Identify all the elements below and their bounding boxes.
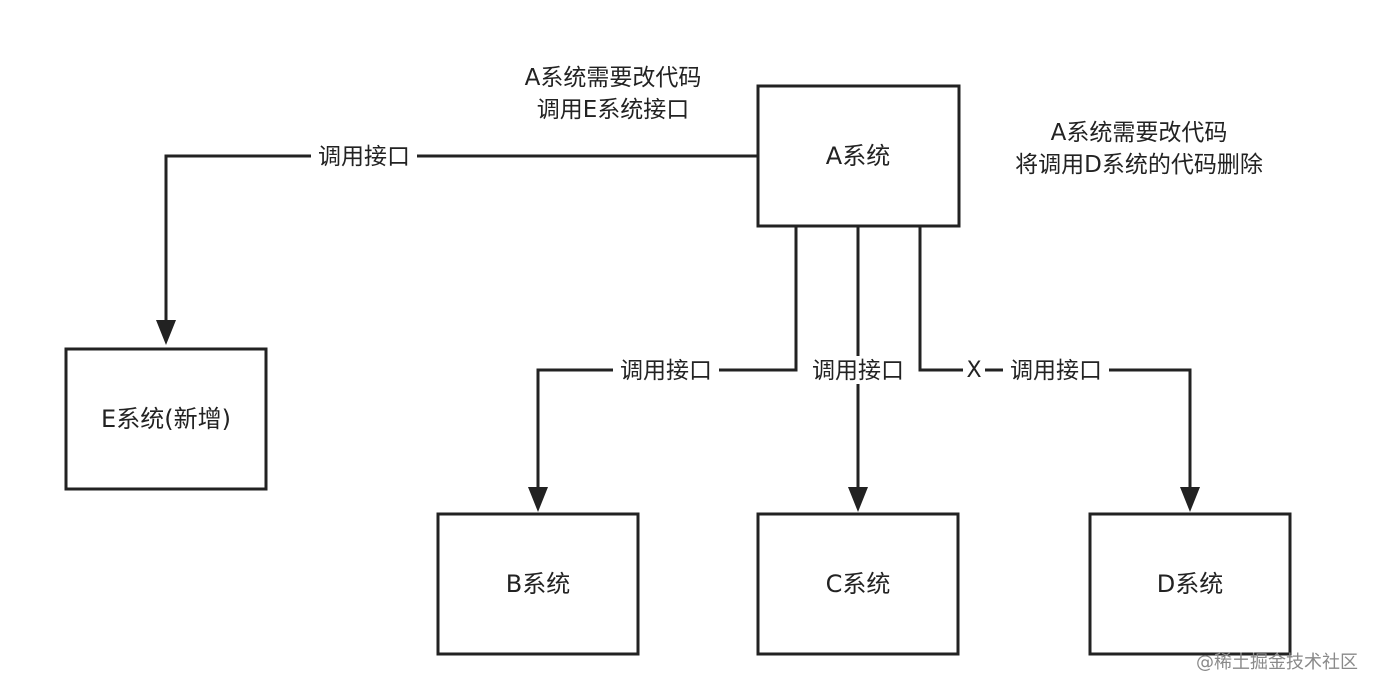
note-add-e-line-1: A系统需要改代码: [525, 65, 702, 91]
node-a-box: [756, 84, 961, 228]
edge-a-to-c: 调用接口: [805, 227, 911, 512]
edge-a-to-c-label-bg: [805, 356, 911, 384]
arrowhead-e: [156, 320, 176, 345]
arrowhead-d: [1180, 487, 1200, 512]
edge-a-to-d-label: 调用接口: [1010, 358, 1102, 384]
note-remove-d-line-1: A系统需要改代码: [1051, 120, 1228, 146]
edge-a-to-e: 调用接口: [156, 142, 758, 345]
edge-a-to-b-label-bg: [613, 356, 719, 384]
edge-a-to-e-label: 调用接口: [318, 144, 410, 170]
node-b-label: B系统: [506, 570, 570, 598]
edge-a-to-d: X 调用接口: [918, 227, 1200, 512]
arrowhead-c: [848, 487, 868, 512]
node-b-system: B系统: [436, 512, 640, 656]
node-a-system: A系统: [756, 84, 961, 228]
node-e-system: E系统(新增): [64, 347, 268, 491]
node-b-box: [436, 512, 640, 656]
node-e-box: [64, 347, 268, 491]
node-d-box: [1088, 512, 1292, 656]
arrowhead-b: [528, 487, 548, 512]
note-add-e: A系统需要改代码 调用E系统接口: [525, 65, 702, 123]
edge-a-to-d-removed-mark: X: [966, 358, 981, 383]
edge-a-to-b-label: 调用接口: [620, 358, 712, 384]
node-c-box: [756, 512, 960, 656]
node-a-label: A系统: [826, 142, 890, 170]
edge-a-to-c-label: 调用接口: [812, 358, 904, 384]
note-remove-d-line-2: 将调用D系统的代码删除: [1015, 152, 1263, 178]
edge-a-to-d-mark-bg: [963, 356, 985, 384]
node-d-system: D系统: [1088, 512, 1292, 656]
note-add-e-line-2: 调用E系统接口: [537, 97, 690, 123]
node-c-label: C系统: [826, 570, 891, 598]
edge-a-to-e-line: [164, 154, 758, 320]
edge-a-to-d-label-bg: [1003, 356, 1109, 384]
node-e-label: E系统(新增): [101, 405, 231, 433]
edge-a-to-e-label-bg: [311, 142, 417, 170]
node-c-system: C系统: [756, 512, 960, 656]
note-remove-d: A系统需要改代码 将调用D系统的代码删除: [1015, 120, 1263, 178]
node-d-label: D系统: [1157, 570, 1223, 598]
watermark: @稀土掘金技术社区: [1196, 652, 1358, 673]
edge-a-to-b: 调用接口: [528, 227, 798, 512]
